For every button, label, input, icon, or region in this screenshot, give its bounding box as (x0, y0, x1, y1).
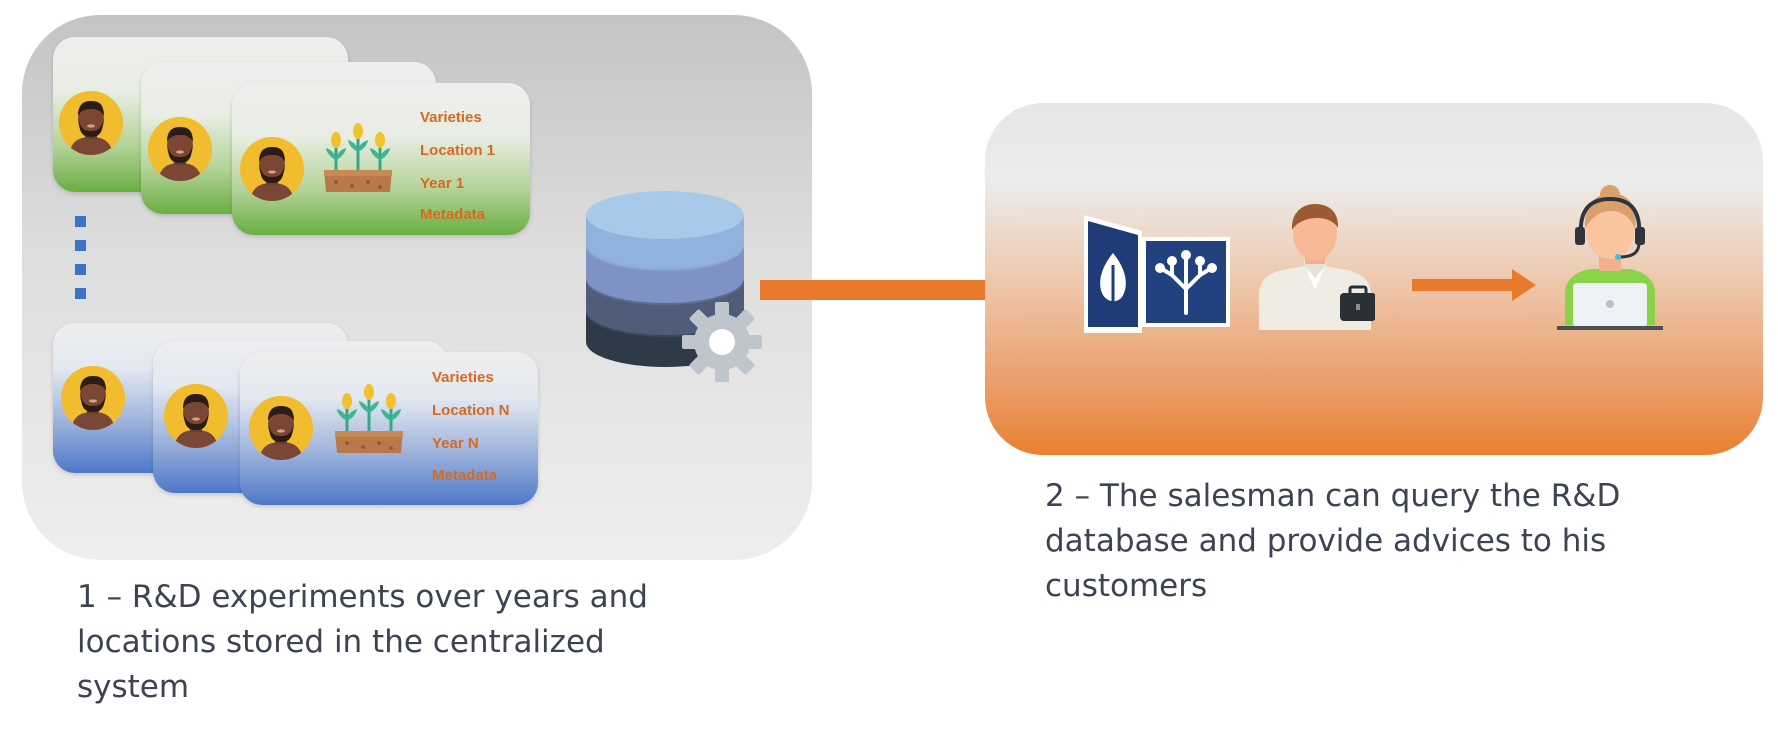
ellipsis-dot (75, 264, 86, 275)
crop-plants-icon (322, 122, 394, 194)
salesman-icon (1259, 204, 1375, 330)
ellipsis-dot (75, 240, 86, 251)
card-field-location: Location N (432, 402, 510, 419)
person-avatar-icon (148, 117, 212, 181)
card-field-metadata: Metadata (420, 206, 486, 223)
caption-salesman-query: 2 – The salesman can query the R&D datab… (1045, 474, 1620, 609)
arrow-right-icon (1412, 269, 1536, 301)
person-avatar-icon (249, 396, 313, 460)
caption-rd-experiments: 1 – R&D experiments over years and locat… (77, 575, 648, 710)
person-avatar-icon (59, 91, 123, 155)
ellipsis-dot (75, 216, 86, 227)
person-avatar-icon (240, 137, 304, 201)
ellipsis-dot (75, 288, 86, 299)
caption-line: system (77, 669, 190, 705)
card-field-varieties: Varieties (420, 109, 482, 126)
gear-icon (682, 302, 762, 382)
caption-line: locations stored in the centralized (77, 624, 605, 660)
person-avatar-icon (61, 366, 125, 430)
customer-support-icon (1557, 185, 1663, 330)
crop-plants-icon (333, 383, 405, 455)
caption-line: customers (1045, 568, 1208, 604)
card-field-location: Location 1 (420, 142, 496, 159)
caption-line: database and provide advices to his (1045, 523, 1607, 559)
card-field-varieties: Varieties (432, 369, 494, 386)
person-avatar-icon (164, 384, 228, 448)
caption-line: 2 – The salesman can query the R&D (1045, 478, 1621, 514)
card-field-year: Year 1 (420, 175, 465, 192)
caption-line: 1 – R&D experiments over years and (77, 579, 648, 615)
app-logo-icon (1084, 215, 1230, 333)
card-field-year: Year N (432, 435, 479, 452)
card-field-metadata: Metadata (432, 467, 498, 484)
